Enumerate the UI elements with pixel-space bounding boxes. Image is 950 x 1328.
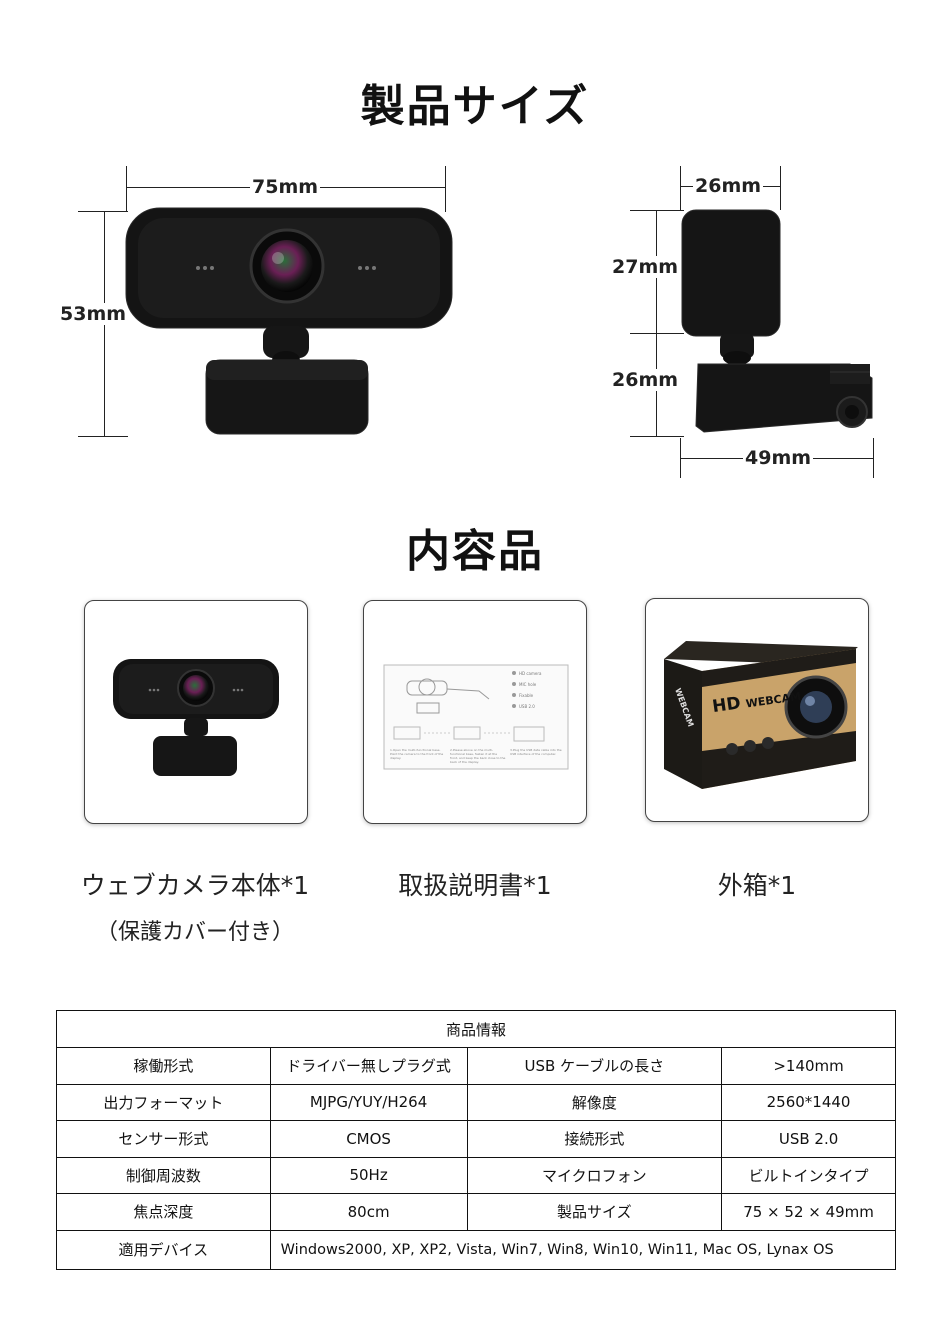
spec-table-title-row: 商品情報 (56, 1010, 896, 1048)
front-width-label: 75mm (250, 176, 321, 198)
side-depth-label: 26mm (693, 175, 764, 197)
manual-part-item: Fixable (519, 693, 534, 698)
side-head-height-label: 27mm (610, 256, 681, 278)
manual-item-label: 取扱説明書*1 (398, 871, 552, 900)
manual-part-item: HD camera (519, 671, 542, 676)
box-item-image (664, 641, 858, 789)
width-dim-right-tick (445, 166, 446, 212)
spec-label: マイクロフォン (466, 1156, 723, 1194)
table-row: センサー形式 CMOS 接続形式 USB 2.0 (56, 1120, 896, 1158)
side-height-line (656, 210, 657, 436)
webcam-side-image (681, 209, 873, 433)
spec-value: ドライバー無しプラグ式 (269, 1047, 468, 1085)
webcam-item-image (113, 659, 279, 776)
spec-value: CMOS (269, 1120, 468, 1158)
depth-dim-left-tick (680, 166, 681, 210)
side-mid-tick (630, 333, 684, 334)
spec-value-devices: Windows2000, XP, XP2, Vista, Win7, Win8,… (269, 1229, 897, 1270)
spec-label: USB ケーブルの長さ (466, 1047, 723, 1085)
table-row: 出力フォーマット MJPG/YUY/H264 解像度 2560*1440 (56, 1083, 896, 1121)
manual-item-image (383, 664, 569, 770)
spec-value: ビルトインタイプ (721, 1156, 896, 1194)
spec-table: 商品情報 稼働形式 ドライバー無しプラグ式 USB ケーブルの長さ >140mm… (56, 1010, 897, 1270)
manual-part-item: MIC hole (519, 682, 537, 687)
spec-label: 解像度 (466, 1083, 723, 1121)
front-height-label: 53mm (58, 303, 129, 325)
spec-table-title: 商品情報 (56, 1010, 896, 1048)
table-row: 稼働形式 ドライバー無しプラグ式 USB ケーブルの長さ >140mm (56, 1047, 896, 1085)
side-bottom-tick (630, 436, 684, 437)
table-row: 適用デバイス Windows2000, XP, XP2, Vista, Win7… (56, 1229, 897, 1270)
size-section-title: 製品サイズ (360, 81, 590, 132)
spec-value: 2560*1440 (721, 1083, 896, 1121)
manual-item-card: HD camera MIC hole Fixable USB 2.0 1.Ope… (363, 600, 587, 824)
box-item-card: HD WEBCAM WEBCAM (645, 598, 869, 822)
webcam-front-image (125, 207, 453, 435)
table-row: 焦点深度 80cm 製品サイズ 75 × 52 × 49mm (56, 1193, 896, 1231)
spec-label: 出力フォーマット (56, 1083, 271, 1121)
box-brand-hd: HD (711, 693, 742, 718)
webcam-item-card (84, 600, 308, 824)
spec-label: 接続形式 (466, 1120, 723, 1158)
spec-label: 製品サイズ (466, 1193, 723, 1231)
manual-step-1: 1.Open the multi-functional base. Point … (390, 748, 444, 760)
spec-value: 50Hz (269, 1156, 468, 1194)
side-base-height-label: 26mm (610, 369, 681, 391)
spec-label: 稼働形式 (56, 1047, 271, 1085)
manual-step-2: 2.Please above on the multi-functional b… (450, 748, 506, 764)
side-base-depth-label: 49mm (743, 447, 814, 469)
manual-part-item: USB 2.0 (519, 704, 535, 709)
height-dim-top-tick (78, 211, 128, 212)
spec-label: センサー形式 (56, 1120, 271, 1158)
height-dim-bottom-tick (78, 436, 128, 437)
spec-value: USB 2.0 (721, 1120, 896, 1158)
spec-label: 制御周波数 (56, 1156, 271, 1194)
spec-value: 80cm (269, 1193, 468, 1231)
table-row: 制御周波数 50Hz マイクロフォン ビルトインタイプ (56, 1156, 896, 1194)
side-top-tick (630, 210, 684, 211)
manual-part-list: HD camera MIC hole Fixable USB 2.0 (519, 668, 541, 712)
spec-value: >140mm (721, 1047, 896, 1085)
spec-value: MJPG/YUY/H264 (269, 1083, 468, 1121)
width-dim-left-tick (126, 166, 127, 212)
webcam-item-label: ウェブカメラ本体*1 (80, 871, 310, 900)
spec-value: 75 × 52 × 49mm (721, 1193, 896, 1231)
spec-label: 焦点深度 (56, 1193, 271, 1231)
contents-section-title: 内容品 (406, 526, 544, 577)
depth-dim-right-tick (780, 166, 781, 210)
box-item-label: 外箱*1 (717, 871, 797, 900)
webcam-item-sub-label: （保護カバー付き） (95, 920, 294, 945)
manual-step-3: 3.Plug the USB data cable into the USB i… (510, 748, 562, 756)
spec-label-devices: 適用デバイス (56, 1229, 271, 1270)
